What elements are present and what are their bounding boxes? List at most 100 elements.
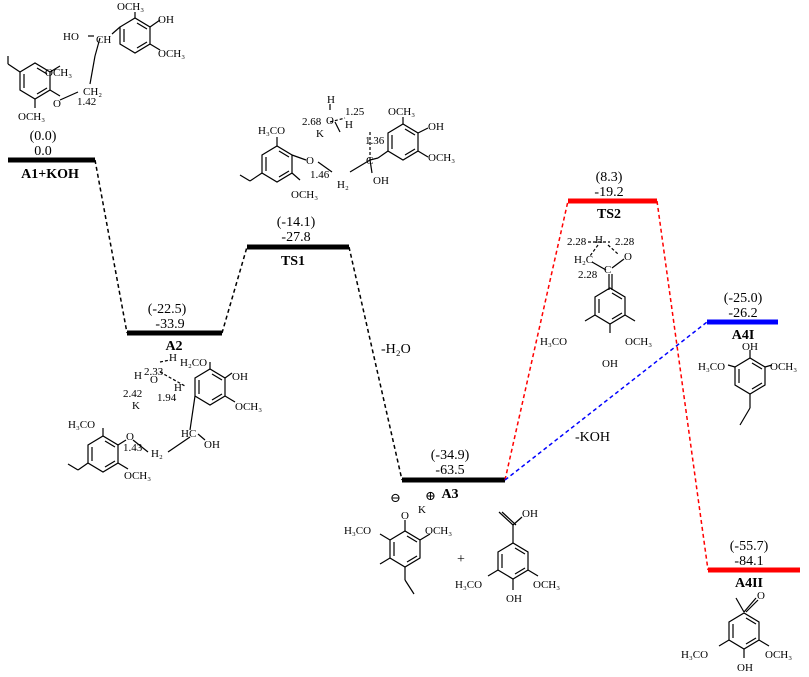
ts1-oh-ring: OH xyxy=(428,121,444,133)
pathway-connectors xyxy=(94,159,709,571)
a1-ch2: CH₂ xyxy=(83,86,102,98)
a2-dist-194: 1.94 xyxy=(157,392,177,404)
structure-A1: OCH₃ OH OCH₃ HO CH CH₂ OCH₃ O OCH₃ 1.42 xyxy=(7,1,185,123)
A2-label: A2 xyxy=(165,339,182,354)
a2-k: K xyxy=(132,400,140,412)
structure-A4II: O H₃CO OCH₃ OH xyxy=(681,590,792,674)
water-loss-label: -H₂O xyxy=(381,342,411,357)
plus-sign: + xyxy=(457,552,465,567)
A1-energy: 0.0 xyxy=(34,144,52,159)
TS1-paren-energy: (-14.1) xyxy=(277,215,316,230)
connector-A3-TS2 xyxy=(504,200,569,481)
A4I-energy: -26.2 xyxy=(728,306,757,321)
ts1-h2: H₂ xyxy=(337,179,349,191)
a2-och3-right: OCH₃ xyxy=(235,401,262,413)
a2-oh-chain: OH xyxy=(204,439,220,451)
connector-A2-TS1 xyxy=(221,246,248,334)
a1-och3-bottom: OCH₃ xyxy=(18,111,45,123)
a2-h2co: H₂CO xyxy=(180,357,207,369)
a2-o: O xyxy=(150,374,158,386)
a3-product-oh-top: OH xyxy=(522,508,538,520)
TS2-paren-energy: (8.3) xyxy=(596,170,623,185)
a2-h2: H₂ xyxy=(151,448,163,460)
a4i-h3co: H₃CO xyxy=(698,361,725,373)
A4II-energy: -84.1 xyxy=(734,554,763,569)
structure-A4I: OH H₃CO OCH₃ xyxy=(698,341,797,426)
A2-paren-energy: (-22.5) xyxy=(148,302,187,317)
a3-o: O xyxy=(401,510,409,522)
ts2-o: O xyxy=(624,251,632,263)
ts2-c: C xyxy=(604,264,611,276)
ts2-h3co: H₃CO xyxy=(540,336,567,348)
A2-energy: -33.9 xyxy=(155,317,184,332)
a2-oh-ring: OH xyxy=(232,371,248,383)
a3-plus-charge: ⊕ xyxy=(425,488,436,503)
connector-A3-A4I xyxy=(504,321,708,481)
a3-product-oh-bottom: OH xyxy=(506,593,522,605)
a3-minus-charge: ⊖ xyxy=(390,490,401,505)
structure-A3: ⊖ ⊕ O K H₃CO OCH₃ OH H₃CO OCH₃ OH xyxy=(344,488,560,605)
ts1-dist-146: 1.46 xyxy=(310,169,330,181)
a1-och3-top: OCH₃ xyxy=(117,1,144,13)
ts2-h-top: H xyxy=(595,234,603,246)
A4I-label: A4I xyxy=(732,328,755,343)
ts1-h3co: H₃CO xyxy=(258,125,285,137)
a3-h3co: H₃CO xyxy=(344,525,371,537)
ts2-dist-228c: 2.28 xyxy=(578,269,598,281)
ts2-dist-228b: 2.28 xyxy=(615,236,635,248)
A4II-paren-energy: (-55.7) xyxy=(730,539,769,554)
a4ii-o: O xyxy=(757,590,765,602)
a1-ho: HO xyxy=(63,31,79,43)
energy-levels xyxy=(8,157,800,573)
ts1-o: O xyxy=(326,115,334,127)
structure-TS2: H 2.28 2.28 H₂C C O 2.28 H₃CO OCH₃ OH xyxy=(540,234,652,370)
a4i-oh: OH xyxy=(742,341,758,353)
ts1-dist-268: 2.68 xyxy=(302,116,322,128)
TS2-label: TS2 xyxy=(597,207,621,222)
a2-och3-bottom: OCH₃ xyxy=(124,470,151,482)
a2-hydroxyl-h-red: H xyxy=(169,352,177,364)
ts1-och3-top: OCH₃ xyxy=(388,106,415,118)
A4II-label: A4II xyxy=(735,576,763,591)
ts1-h-top: H xyxy=(327,94,335,106)
a3-k: K xyxy=(418,504,426,516)
a1-ch: CH xyxy=(96,34,111,46)
ts1-c: C xyxy=(366,155,373,167)
ts1-h-mid: H xyxy=(345,119,353,131)
a4ii-oh: OH xyxy=(737,662,753,674)
ts1-och3-bottom: OCH₃ xyxy=(291,189,318,201)
structure-TS1: H O H K 2.68 1.25 1.36 1.46 H₃CO O OCH₃ … xyxy=(239,94,455,201)
a3-product-och3: OCH₃ xyxy=(533,579,560,591)
level-labels: (0.0) 0.0 A1+KOH (-22.5) -33.9 A2 (-14.1… xyxy=(21,129,768,591)
a2-h-left: H xyxy=(134,370,142,382)
a1-o: O xyxy=(53,98,61,110)
a3-product-h3co: H₃CO xyxy=(455,579,482,591)
a2-h-green: H xyxy=(174,382,182,394)
TS1-energy: -27.8 xyxy=(281,230,310,245)
a2-o-ether: O xyxy=(126,431,134,443)
TS1-label: TS1 xyxy=(281,254,305,269)
ts2-och3: OCH₃ xyxy=(625,336,652,348)
ts2-dist-228a: 2.28 xyxy=(567,236,587,248)
A1-paren-energy: (0.0) xyxy=(30,129,57,144)
a2-dist-242: 2.42 xyxy=(123,388,142,400)
A1-label: A1+KOH xyxy=(21,167,79,182)
ts1-dist-125: 1.25 xyxy=(345,106,365,118)
ts1-oh-chain: OH xyxy=(373,175,389,187)
a2-hc: HC xyxy=(181,428,196,440)
a1-oh-top: OH xyxy=(158,14,174,26)
structure-A2: H H₂CO OH H OCH₃ H O K 2.33 2.42 1.94 HC… xyxy=(67,352,262,482)
a4ii-h3co: H₃CO xyxy=(681,649,708,661)
a1-och3-right: OCH₃ xyxy=(158,48,185,60)
TS2-energy: -19.2 xyxy=(594,185,623,200)
connector-TS2-A4II xyxy=(656,200,709,571)
a1-och3-left: OCH₃ xyxy=(45,67,72,79)
ts2-oh: OH xyxy=(602,358,618,370)
ts2-h2c: H₂C xyxy=(574,254,593,266)
a4ii-och3: OCH₃ xyxy=(765,649,792,661)
connector-TS1-A3 xyxy=(348,246,403,481)
connector-A1-A2 xyxy=(94,159,128,334)
koh-loss-label: -KOH xyxy=(575,430,610,445)
a2-dist-143: 1.43 xyxy=(123,442,143,454)
ts1-o-ether: O xyxy=(306,155,314,167)
